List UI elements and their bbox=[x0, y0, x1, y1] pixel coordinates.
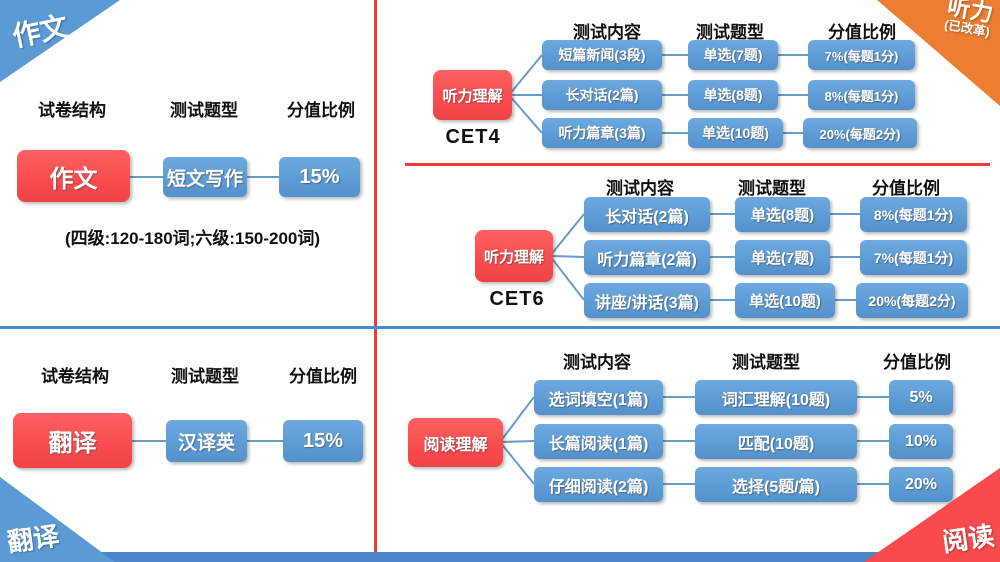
cet6-content-box: 讲座/讲话(3篇) bbox=[584, 283, 710, 318]
cet4-root-box: 听力理解 bbox=[433, 70, 512, 120]
cet4-content-box: 短篇新闻(3段) bbox=[542, 40, 662, 70]
bottom-accent-bar bbox=[0, 552, 1000, 562]
cet4-score-box: 8%(每题1分) bbox=[808, 80, 915, 110]
cet4-type-box: 单选(8题) bbox=[688, 80, 778, 110]
cet4-score-box: 20%(每题2分) bbox=[803, 118, 917, 148]
reading-type-box: 匹配(10题) bbox=[695, 424, 857, 459]
reading-score-box: 20% bbox=[889, 467, 953, 502]
translation-score-box: 15% bbox=[283, 420, 363, 462]
translation-header-structure: 试卷结构 bbox=[41, 367, 109, 386]
writing-type-box: 短文写作 bbox=[163, 157, 247, 197]
cet6-score-box: 7%(每题1分) bbox=[860, 240, 967, 275]
cet4-content-box: 长对话(2篇) bbox=[542, 80, 662, 110]
reading-header-content: 测试内容 bbox=[563, 353, 631, 372]
horizontal-red-divider bbox=[405, 163, 990, 166]
cet4-type-box: 单选(10题) bbox=[688, 118, 783, 148]
writing-word-count-note: (四级:120-180词;六级:150-200词) bbox=[64, 229, 321, 248]
reading-type-box: 词汇理解(10题) bbox=[695, 380, 857, 415]
reading-content-box: 选词填空(1篇) bbox=[534, 380, 663, 415]
cet6-exam-label: CET6 bbox=[489, 288, 545, 310]
reading-header-score: 分值比例 bbox=[883, 353, 951, 372]
reading-score-box: 5% bbox=[889, 380, 953, 415]
horizontal-blue-divider bbox=[0, 326, 1000, 329]
cet6-header-type: 测试题型 bbox=[738, 179, 806, 198]
cet4-exam-label: CET4 bbox=[445, 126, 501, 148]
cet6-score-box: 8%(每题1分) bbox=[860, 197, 967, 232]
translation-type-box: 汉译英 bbox=[166, 420, 247, 462]
writing-score-box: 15% bbox=[279, 157, 360, 197]
reading-type-box: 选择(5题/篇) bbox=[695, 467, 857, 502]
cet6-content-box: 长对话(2篇) bbox=[584, 197, 710, 232]
writing-root-box: 作文 bbox=[17, 150, 130, 202]
cet4-type-box: 单选(7题) bbox=[688, 40, 778, 70]
cet6-type-box: 单选(8题) bbox=[735, 197, 830, 232]
reading-header-type: 测试题型 bbox=[732, 353, 800, 372]
cet6-type-box: 单选(7题) bbox=[735, 240, 830, 275]
cet6-content-box: 听力篇章(2篇) bbox=[584, 240, 710, 275]
writing-header-type: 测试题型 bbox=[170, 101, 238, 120]
vertical-red-divider bbox=[374, 0, 377, 553]
reading-content-box: 长篇阅读(1篇) bbox=[534, 424, 663, 459]
reading-score-box: 10% bbox=[889, 424, 953, 459]
cet6-root-box: 听力理解 bbox=[475, 230, 553, 282]
cet6-score-box: 20%(每题2分) bbox=[856, 283, 968, 318]
writing-header-structure: 试卷结构 bbox=[38, 101, 106, 120]
corner-translation-label: 翻译 bbox=[5, 520, 62, 558]
cet4-header-score: 分值比例 bbox=[828, 23, 896, 42]
translation-header-score: 分值比例 bbox=[289, 367, 357, 386]
cet6-header-score: 分值比例 bbox=[872, 179, 940, 198]
translation-header-type: 测试题型 bbox=[171, 367, 239, 386]
cet4-header-type: 测试题型 bbox=[696, 23, 764, 42]
cet4-header-content: 测试内容 bbox=[573, 23, 641, 42]
cet4-content-box: 听力篇章(3篇) bbox=[542, 118, 662, 148]
cet6-type-box: 单选(10题) bbox=[735, 283, 835, 318]
writing-header-score: 分值比例 bbox=[287, 101, 355, 120]
reading-content-box: 仔细阅读(2篇) bbox=[534, 467, 663, 502]
cet4-score-box: 7%(每题1分) bbox=[808, 40, 915, 70]
cet6-header-content: 测试内容 bbox=[606, 179, 674, 198]
translation-root-box: 翻译 bbox=[13, 413, 132, 468]
reading-root-box: 阅读理解 bbox=[408, 418, 503, 467]
corner-reading-label: 阅读 bbox=[940, 520, 997, 558]
